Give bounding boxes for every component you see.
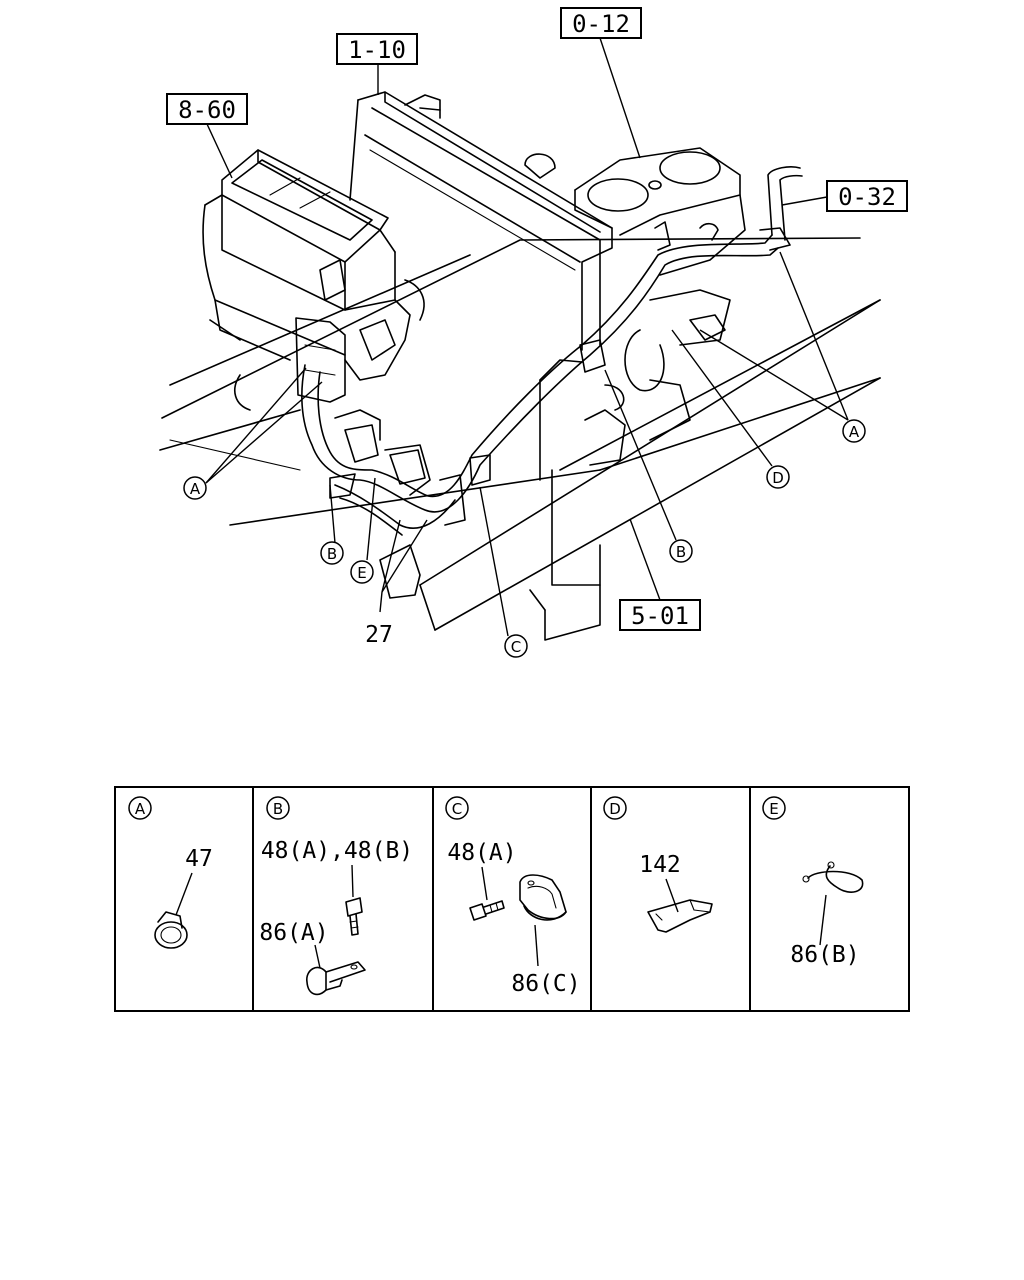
part-number-27: 27 <box>365 622 393 648</box>
legend-callout-c-label: C <box>452 800 462 818</box>
legend-cell-a: A 47 <box>128 796 213 949</box>
callout-c-bottom-label: C <box>511 638 521 656</box>
clip-plate-icon <box>647 899 713 933</box>
legend-cell-b: B 48(A),48(B) 86(A) <box>259 796 413 996</box>
heater-hoses <box>301 166 803 536</box>
legend-part-142: 142 <box>639 852 681 878</box>
legend-callout-d-label: D <box>609 800 621 818</box>
callout-d-right-label: D <box>772 469 784 487</box>
ref-box-0-32-label: 0-32 <box>838 183 896 211</box>
legend-table: A 47 B 48(A),48(B) 86(A <box>114 786 910 1012</box>
legend-cell-c: C 48(A) 86(C) <box>445 796 581 997</box>
ref-box-1-10[interactable]: 1-10 <box>336 33 418 65</box>
legend-callout-a-label: A <box>135 800 146 818</box>
leader-lines <box>205 37 849 637</box>
legend-part-47: 47 <box>185 846 213 872</box>
callout-d-right: D <box>766 465 790 489</box>
callout-b-right-label: B <box>676 543 686 561</box>
frame-rails <box>159 237 881 631</box>
ref-box-5-01[interactable]: 5-01 <box>619 599 701 631</box>
legend-callout-e: E <box>762 796 786 820</box>
callout-a-right: A <box>842 419 866 443</box>
legend-callout-b-label: B <box>273 800 283 818</box>
legend-cell-e: E 86(B) <box>762 796 864 968</box>
hose-clamp-icon <box>154 911 188 949</box>
bolt-icon <box>345 897 363 936</box>
callout-b-left: B <box>320 541 344 565</box>
legend-part-86b: 86(B) <box>790 942 859 968</box>
callout-c-bottom: C <box>504 634 528 658</box>
heater-unit <box>202 149 425 403</box>
engine-block <box>234 147 746 599</box>
callout-a-left: A <box>183 476 207 500</box>
callout-b-left-label: B <box>327 545 337 563</box>
ref-box-0-12[interactable]: 0-12 <box>560 7 642 39</box>
assembly-illustration: 1-10 0-12 8-60 0-32 5-01 A A B <box>159 7 908 658</box>
callout-a-right-label: A <box>849 423 860 441</box>
legend-part-48a: 48(A) <box>447 840 516 866</box>
legend-callout-b: B <box>266 796 290 820</box>
ref-box-0-12-label: 0-12 <box>572 10 630 38</box>
callout-a-left-label: A <box>190 480 201 498</box>
callout-b-right: B <box>669 539 693 563</box>
legend-callout-d: D <box>603 796 627 820</box>
bolt-icon <box>469 900 505 921</box>
legend-cell-d: D 142 <box>603 796 713 933</box>
ref-box-1-10-label: 1-10 <box>348 36 406 64</box>
legend-part-48ab: 48(A),48(B) <box>261 838 413 864</box>
legend-part-86a: 86(A) <box>259 920 328 946</box>
ref-box-5-01-label: 5-01 <box>631 602 689 630</box>
ref-box-8-60-label: 8-60 <box>178 96 236 124</box>
legend-frame <box>114 786 910 1012</box>
legend-callout-a: A <box>128 796 152 820</box>
radiator <box>349 91 613 641</box>
pipe-clamp-icon <box>306 961 366 996</box>
wire-clip-icon <box>802 861 864 893</box>
legend-callout-e-label: E <box>769 800 778 818</box>
legend-part-86c: 86(C) <box>511 971 580 997</box>
callout-e-left-label: E <box>357 564 366 582</box>
ref-box-8-60[interactable]: 8-60 <box>166 93 248 125</box>
ref-box-0-32[interactable]: 0-32 <box>826 180 908 212</box>
callout-e-left: E <box>350 560 374 584</box>
legend-callout-c: C <box>445 796 469 820</box>
bracket-clamp-icon <box>519 874 567 921</box>
